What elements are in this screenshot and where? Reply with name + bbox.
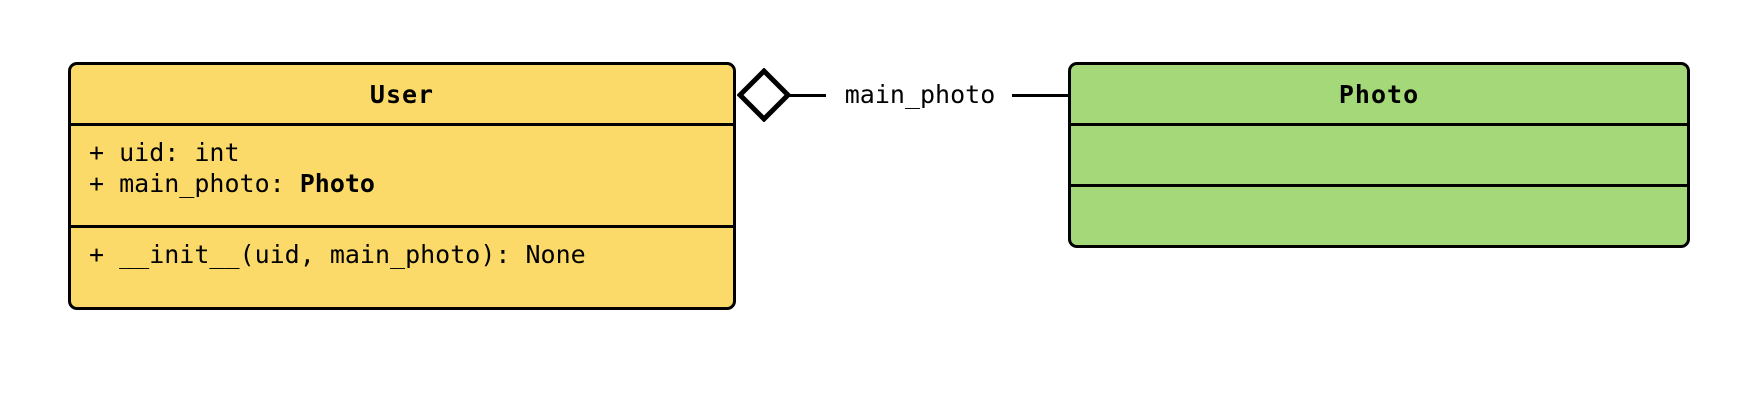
uml-class-photo-attributes (1071, 123, 1687, 184)
association-line-left (789, 94, 827, 97)
uml-attribute-main-photo-prefix: + main_photo: (89, 168, 300, 198)
uml-attribute-main-photo: + main_photo: Photo (89, 169, 715, 200)
uml-class-user-attributes: + uid: int + main_photo: Photo (71, 123, 733, 225)
uml-class-photo-title: Photo (1338, 79, 1420, 109)
uml-method-init: + __init__(uid, main_photo): None (89, 240, 586, 269)
uml-class-user[interactable]: User + uid: int + main_photo: Photo + __… (68, 62, 736, 310)
uml-attribute-uid: + uid: int (89, 138, 240, 167)
uml-attribute-main-photo-type: Photo (299, 168, 375, 198)
uml-class-photo[interactable]: Photo (1068, 62, 1690, 248)
association-line-right (1012, 94, 1070, 97)
association-label-main-photo: main_photo (826, 79, 1014, 110)
uml-class-user-methods: + __init__(uid, main_photo): None (71, 225, 733, 307)
uml-class-user-title: User (369, 79, 435, 109)
aggregation-diamond-icon (736, 67, 792, 123)
uml-class-photo-methods (1071, 184, 1687, 245)
